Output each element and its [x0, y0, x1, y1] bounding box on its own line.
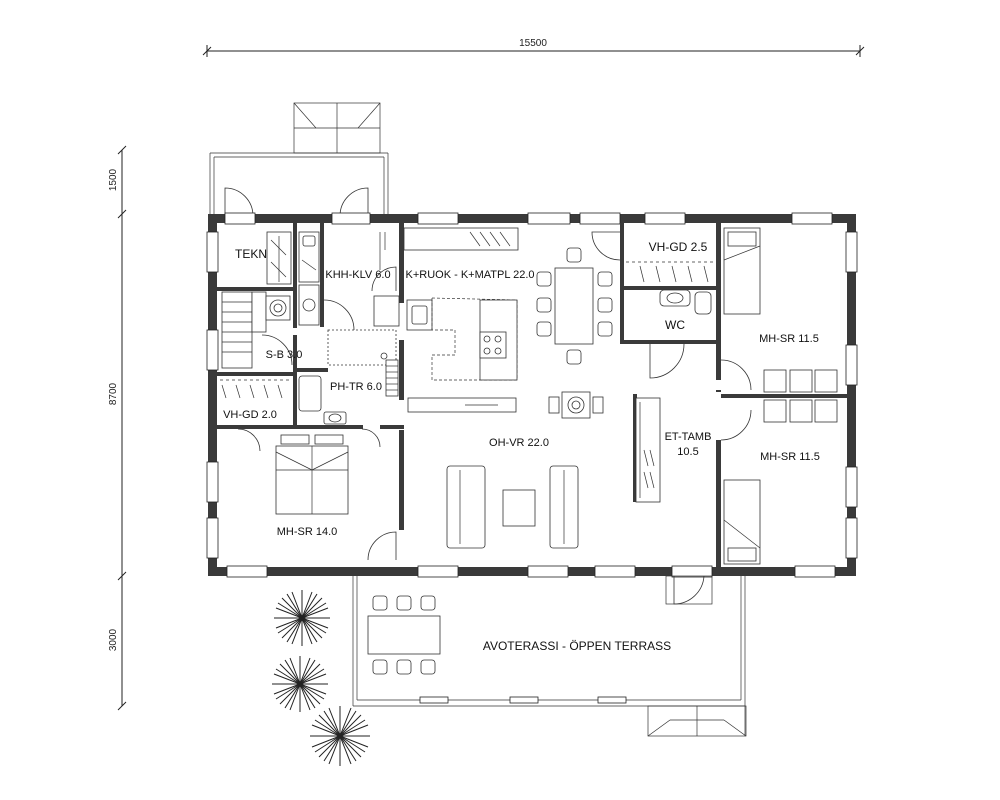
bush-icon	[274, 590, 330, 646]
label-sauna: S-B 3.0	[266, 349, 303, 361]
label-living: OH-VR 22.0	[489, 437, 549, 449]
room-master-bedroom	[275, 434, 397, 561]
dimension-terrace-label: 3000	[108, 628, 119, 651]
label-vh-gd-top: VH-GD 2.5	[649, 240, 708, 254]
room-et-tamb	[635, 397, 713, 605]
label-et-tamb-2: 10.5	[677, 446, 698, 458]
room-vh-gd-top	[626, 261, 714, 283]
windows	[206, 212, 858, 578]
label-tekn: TEKN	[235, 247, 267, 261]
label-ph-tr: PH-TR 6.0	[330, 381, 382, 393]
room-sauna	[221, 291, 293, 369]
label-terrace: AVOTERASSI - ÖPPEN TERRASS	[483, 639, 671, 653]
room-wc	[649, 289, 712, 379]
label-khh-klv: KHH-KLV 6.0	[325, 269, 390, 281]
dimension-left: 1500 8700 3000	[108, 145, 127, 711]
room-bedroom-mid	[720, 399, 838, 565]
dimension-width-label: 15500	[519, 38, 547, 49]
room-khh-klv	[298, 231, 400, 331]
entrance-porch	[209, 102, 389, 217]
bush-icon	[272, 656, 328, 712]
room-living	[446, 391, 604, 549]
dimension-top: 15500	[202, 38, 865, 57]
label-bedroom-mid: MH-SR 11.5	[760, 451, 820, 463]
dimension-porch-label: 1500	[108, 168, 119, 191]
interior-walls	[217, 223, 847, 567]
dining-set	[536, 247, 613, 365]
room-bedroom-top	[720, 227, 838, 393]
label-et-tamb-1: ET-TAMB	[665, 431, 712, 443]
label-master-bedroom: MH-SR 14.0	[277, 526, 338, 538]
room-ph-tr	[298, 329, 399, 448]
bush-icon	[310, 706, 370, 766]
room-tekn	[266, 231, 292, 285]
terrace	[352, 576, 747, 737]
dimension-house-label: 8700	[108, 382, 119, 405]
label-wc: WC	[665, 318, 685, 332]
room-kitchen	[403, 227, 621, 413]
label-vh-gd-left: VH-GD 2.0	[223, 409, 277, 421]
label-kitchen: K+RUOK - K+MATPL 22.0	[406, 269, 535, 281]
label-bedroom-top: MH-SR 11.5	[759, 333, 819, 345]
room-labels: TEKN KHH-KLV 6.0 K+RUOK - K+MATPL 22.0 V…	[223, 240, 820, 653]
room-vh-gd-left	[220, 379, 290, 452]
